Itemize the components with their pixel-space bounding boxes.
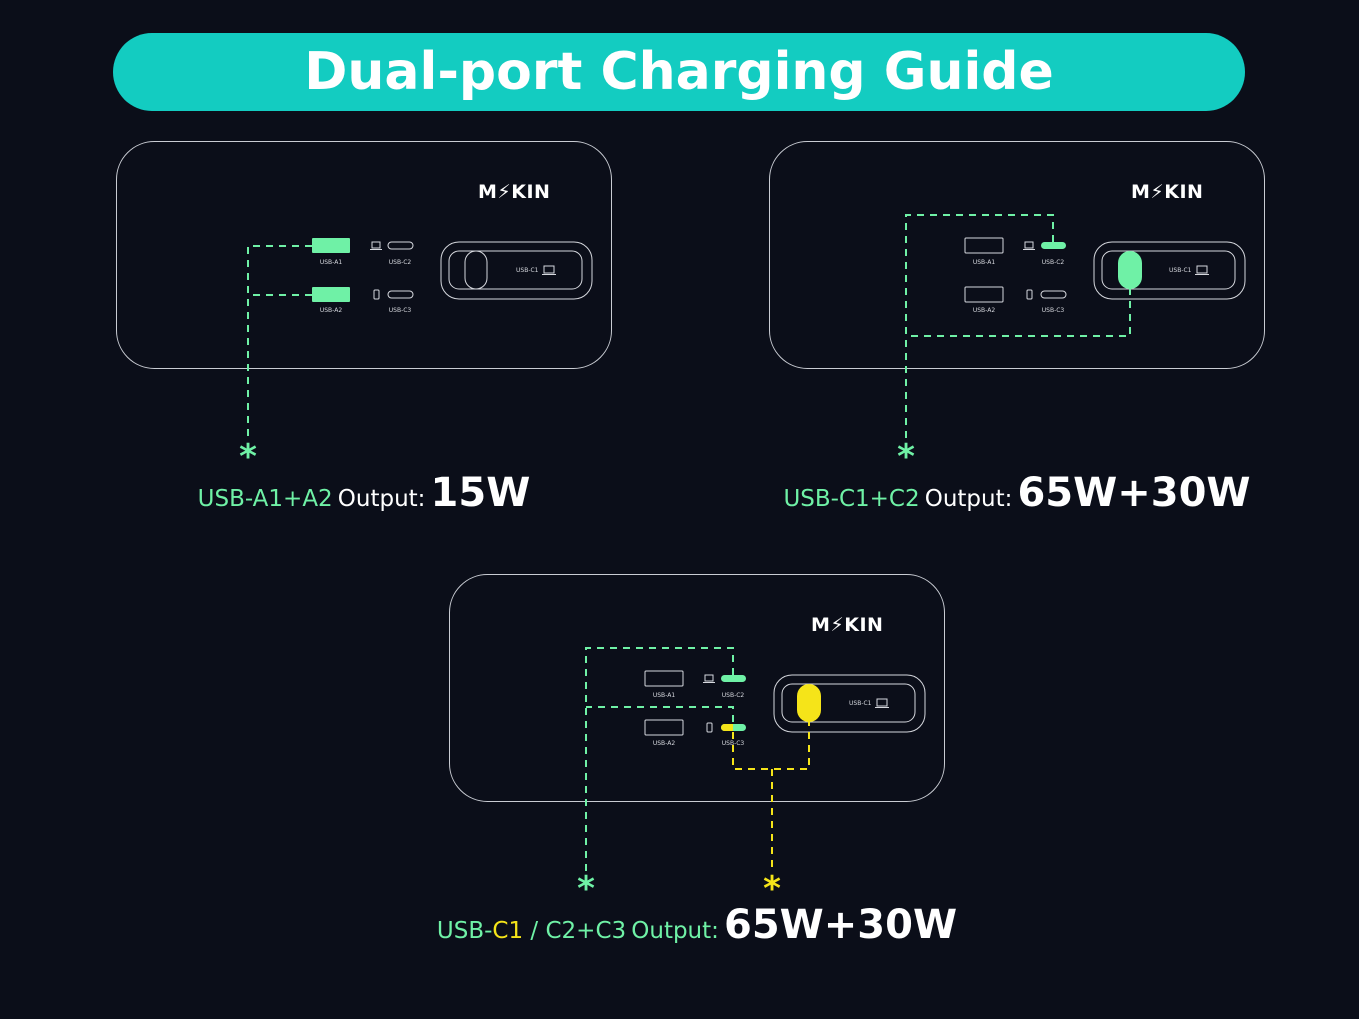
page-title: Dual-port Charging Guide — [304, 42, 1054, 102]
c1-module-inner — [448, 250, 583, 290]
power-bank-a1-a2: M⚡KIN USB-A1 USB-A2 USB-C2 USB-C3 USB-C1 — [116, 141, 612, 369]
caption-slash: / — [523, 918, 546, 944]
caption-prefix: USB- — [436, 918, 493, 944]
caption-output-label: Output: — [337, 486, 426, 512]
caption-rest: C2+C3 — [545, 918, 627, 944]
port-c2 — [1041, 242, 1066, 249]
port-c2 — [721, 675, 746, 682]
caption-watts: 65W+30W — [1017, 470, 1251, 516]
label-c3: USB-C3 — [388, 307, 412, 314]
port-a1 — [644, 670, 684, 687]
port-c1 — [797, 684, 821, 722]
port-c3 — [1040, 290, 1067, 299]
laptop-icon — [370, 241, 382, 250]
label-c1: USB-C1 — [516, 267, 539, 274]
c1-module-inner — [781, 683, 916, 723]
port-a2 — [644, 719, 684, 736]
port-c1 — [1118, 251, 1142, 289]
c1-module-outer — [440, 241, 593, 300]
phone-icon — [1026, 289, 1033, 300]
label-c2: USB-C2 — [388, 259, 412, 266]
caption-watts: 15W — [430, 470, 531, 516]
c1-module-outer — [1093, 241, 1246, 300]
laptop-icon — [703, 674, 715, 683]
label-a2: USB-A2 — [319, 307, 343, 314]
port-c3 — [387, 290, 414, 299]
label-c1: USB-C1 — [849, 700, 872, 707]
power-bank-c1-c2-c3: M⚡KIN USB-A1 USB-A2 USB-C2 USB-C3 USB-C1 — [449, 574, 945, 802]
asterisk-icon: * — [897, 437, 915, 477]
caption-a1-a2: USB-A1+A2 Output: 15W — [198, 470, 531, 516]
label-c3: USB-C3 — [721, 740, 745, 747]
label-a1: USB-A1 — [972, 259, 996, 266]
label-c2: USB-C2 — [721, 692, 745, 699]
asterisk-icon: * — [239, 437, 257, 477]
caption-c1: C1 — [492, 918, 524, 944]
label-c3: USB-C3 — [1041, 307, 1065, 314]
port-c2 — [387, 241, 414, 250]
label-a1: USB-A1 — [319, 259, 343, 266]
port-a1 — [964, 237, 1004, 254]
caption-output-label: Output: — [631, 918, 719, 944]
caption-ports: USB-C1+C2 — [783, 486, 920, 512]
laptop-icon — [542, 265, 556, 275]
caption-ports: USB-A1+A2 — [197, 486, 333, 512]
label-a2: USB-A2 — [972, 307, 996, 314]
asterisk-icon: * — [577, 869, 595, 909]
port-c3 — [721, 724, 746, 731]
caption-c1-c2-c3: USB-C1 / C2+C3 Output: 65W+30W — [437, 902, 957, 948]
asterisk-icon: * — [763, 869, 781, 909]
brand-logo: M⚡KIN — [478, 181, 551, 203]
power-bank-outline — [769, 141, 1265, 369]
c1-module-outer — [773, 674, 926, 733]
power-bank-outline — [449, 574, 945, 802]
caption-output-label: Output: — [924, 486, 1013, 512]
brand-logo: M⚡KIN — [1131, 181, 1204, 203]
laptop-icon — [1023, 241, 1035, 250]
label-c1: USB-C1 — [1169, 267, 1192, 274]
port-a1 — [312, 238, 350, 253]
label-a1: USB-A1 — [652, 692, 676, 699]
phone-icon — [373, 289, 380, 300]
laptop-icon — [1195, 265, 1209, 275]
port-c1 — [464, 250, 488, 290]
caption-watts: 65W+30W — [724, 902, 958, 948]
laptop-icon — [875, 698, 889, 708]
port-a2 — [964, 286, 1004, 303]
brand-logo: M⚡KIN — [811, 614, 884, 636]
phone-icon — [706, 722, 713, 733]
title-banner: Dual-port Charging Guide — [113, 33, 1245, 111]
power-bank-outline — [116, 141, 612, 369]
power-bank-c1-c2: M⚡KIN USB-A1 USB-A2 USB-C2 USB-C3 USB-C1 — [769, 141, 1265, 369]
caption-c1-c2: USB-C1+C2 Output: 65W+30W — [783, 470, 1250, 516]
label-c2: USB-C2 — [1041, 259, 1065, 266]
label-a2: USB-A2 — [652, 740, 676, 747]
port-a2 — [312, 287, 350, 302]
c1-module-inner — [1101, 250, 1236, 290]
